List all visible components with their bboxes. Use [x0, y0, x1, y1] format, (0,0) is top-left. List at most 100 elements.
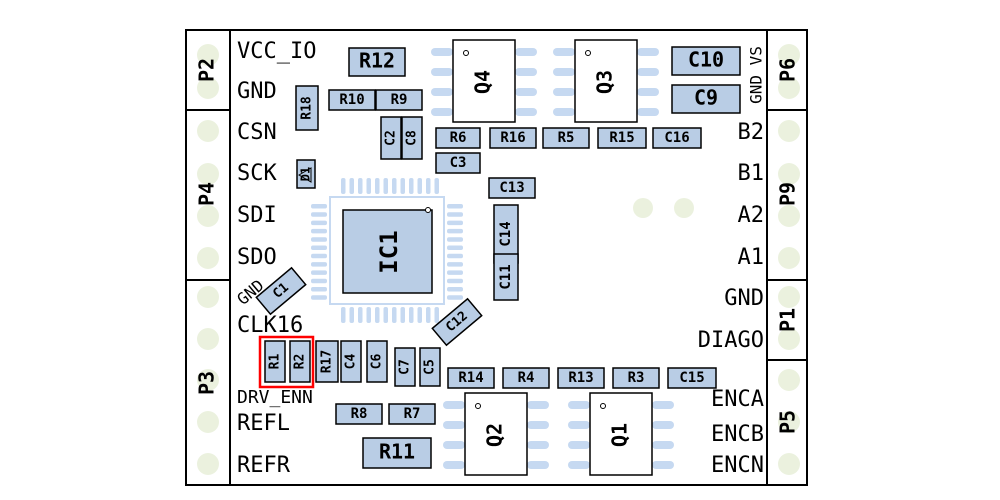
part-body: [493, 253, 519, 301]
ic1-pins: [311, 178, 463, 323]
part-label-r17: R17: [320, 350, 335, 373]
part-c3: C3: [435, 152, 481, 174]
ic1-pin: [375, 307, 380, 323]
pin-label-right: A2: [738, 203, 765, 228]
part-label-r6: R6: [450, 130, 467, 146]
ic1-pin: [349, 178, 354, 194]
part-body: [335, 403, 383, 425]
transistor-pad: [568, 461, 590, 469]
part-body: [394, 347, 416, 387]
part-label-r5: R5: [558, 130, 575, 146]
transistor-pad: [515, 68, 537, 76]
header-pin: [197, 120, 219, 142]
part-label-r14: R14: [458, 370, 483, 386]
part-body: [255, 266, 307, 316]
header-pin: [197, 44, 219, 66]
part-c10: C10: [671, 46, 741, 76]
ic1-pin: [392, 178, 397, 194]
header-pin: [778, 163, 800, 185]
ic1-pin: [409, 178, 414, 194]
transistor-pad: [652, 461, 674, 469]
header-label-p4: P4: [195, 182, 219, 206]
part-body: [289, 340, 311, 383]
test-point: [674, 198, 694, 218]
transistor-label-q3: Q3: [593, 70, 617, 94]
part-label-c14: C14: [498, 221, 514, 246]
part-body: [295, 85, 319, 131]
header-pin: [778, 120, 800, 142]
part-label-r13: R13: [568, 370, 593, 386]
highlight-box: [258, 335, 315, 389]
transistor-pad: [553, 48, 575, 56]
transistor-pad: [527, 401, 549, 409]
ic1-pin: [383, 307, 388, 323]
transistor-pad: [652, 401, 674, 409]
pin-label-left: REFL: [237, 411, 290, 436]
test-point: [633, 198, 653, 218]
header-pin: [197, 328, 219, 350]
part-body: [264, 340, 286, 383]
part-body: [401, 116, 423, 160]
header-pin: [778, 77, 800, 99]
ic1-pin: [311, 245, 327, 250]
ic1-pin: [400, 178, 405, 194]
part-r14: R14: [447, 367, 495, 389]
part-c15: C15: [667, 367, 717, 389]
part-body: [671, 84, 741, 114]
header-pin: [197, 247, 219, 269]
part-body: [612, 367, 660, 389]
part-r17: R17: [315, 340, 339, 383]
part-body: [435, 127, 481, 149]
part-label-c5: C5: [423, 359, 438, 375]
part-body: [488, 177, 536, 199]
transistor-pad: [637, 48, 659, 56]
ic1-pin: [375, 178, 380, 194]
part-r10: R10: [328, 89, 376, 111]
part-body: [362, 437, 432, 469]
part-label-c15: C15: [679, 370, 704, 386]
part-body: [557, 367, 605, 389]
part-c16: C16: [652, 127, 702, 149]
part-label-c10: C10: [688, 48, 724, 72]
part-r6: R6: [435, 127, 481, 149]
transistor-pad: [652, 441, 674, 449]
header-label-p1: P1: [776, 308, 800, 332]
transistor-pad: [652, 421, 674, 429]
gnd-vs-label: GND VS: [747, 46, 766, 104]
ic1-pin: [447, 245, 463, 250]
header-pin: [197, 163, 219, 185]
part-body: [419, 347, 441, 387]
ic1-label: IC1: [375, 230, 403, 273]
part-r2: R2: [289, 340, 311, 383]
part-body: [380, 116, 402, 160]
pin-label-left: VCC_IO: [237, 39, 316, 64]
transistor-pad: [637, 68, 659, 76]
transistor-pad: [515, 88, 537, 96]
ic1-pin: [366, 178, 371, 194]
transistor-pad: [568, 401, 590, 409]
ic1-pin: [311, 237, 327, 242]
part-c7: C7: [394, 347, 416, 387]
ic1-pin: [447, 237, 463, 242]
part-label-r2: R2: [293, 354, 308, 370]
transistor-pad: [553, 108, 575, 116]
header-pin: [778, 328, 800, 350]
transistor-pad: [443, 461, 465, 469]
part-c8: C8: [401, 116, 423, 160]
part-body: [348, 47, 406, 77]
pin-label-right: DIAGO: [698, 328, 764, 353]
ic1-pin: [434, 307, 439, 323]
part-body: [667, 367, 717, 389]
ic1-pin: [447, 287, 463, 292]
ic1-pin: [311, 278, 327, 284]
ic1-pin: [311, 253, 327, 259]
ic1-pin: [417, 307, 422, 323]
transistor-pad: [431, 68, 453, 76]
part-label-c3: C3: [450, 155, 467, 171]
part-r5: R5: [542, 127, 590, 149]
header-pin: [778, 44, 800, 66]
ic1-pin: [311, 262, 327, 267]
